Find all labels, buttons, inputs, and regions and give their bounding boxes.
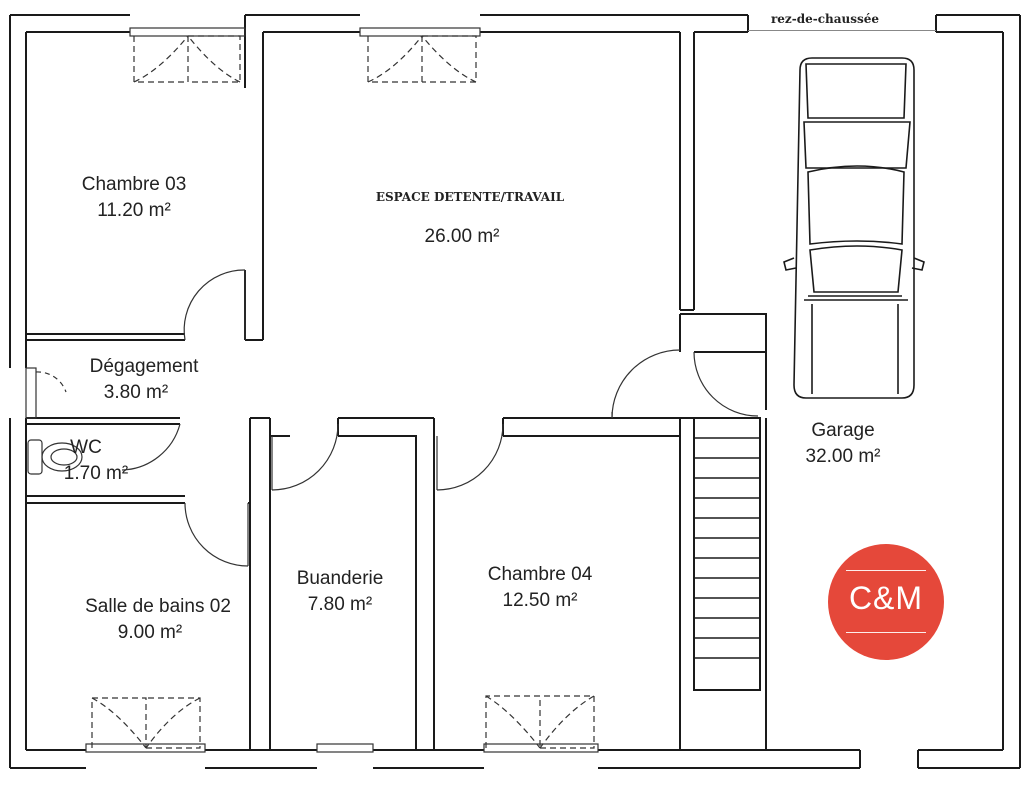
room-area-chambre-03: 11.20 m² [97,200,171,221]
room-name-chambre-03: Chambre 03 [81,174,187,195]
room-area-salle-de-bains-02: 9.00 m² [117,622,183,643]
room-name-chambre-04: Chambre 04 [487,564,593,585]
level-label-underline [748,30,936,31]
door-chambre03 [183,269,246,341]
cm-logo: C&M [828,544,944,660]
exterior-walls [9,14,1021,769]
room-area-espace-detente: 26.00 m² [424,226,500,247]
door-swing-chambre03-window [133,35,241,83]
room-name-degagement: Dégagement [89,356,199,377]
room-name-garage: Garage [811,420,875,441]
staircase [694,437,760,659]
room-name-salle-de-bains-02: Salle de bains 02 [85,596,231,617]
room-name-wc: WC [70,437,102,458]
room-name-espace-detente: ESPACE DETENTE/TRAVAIL [375,190,565,204]
room-name-buanderie: Buanderie [296,568,384,589]
room-area-degagement: 3.80 m² [103,382,169,403]
room-area-chambre-04: 12.50 m² [502,590,578,611]
room-area-garage: 32.00 m² [805,446,881,467]
cm-logo-text: C&M [848,580,924,616]
car-icon [783,57,925,399]
interior-walls [26,32,767,750]
level-label: rez-de-chaussée [770,12,880,26]
toilet-icon [27,439,83,475]
room-area-wc: 1.70 m² [63,463,129,484]
room-area-buanderie: 7.80 m² [307,594,373,615]
